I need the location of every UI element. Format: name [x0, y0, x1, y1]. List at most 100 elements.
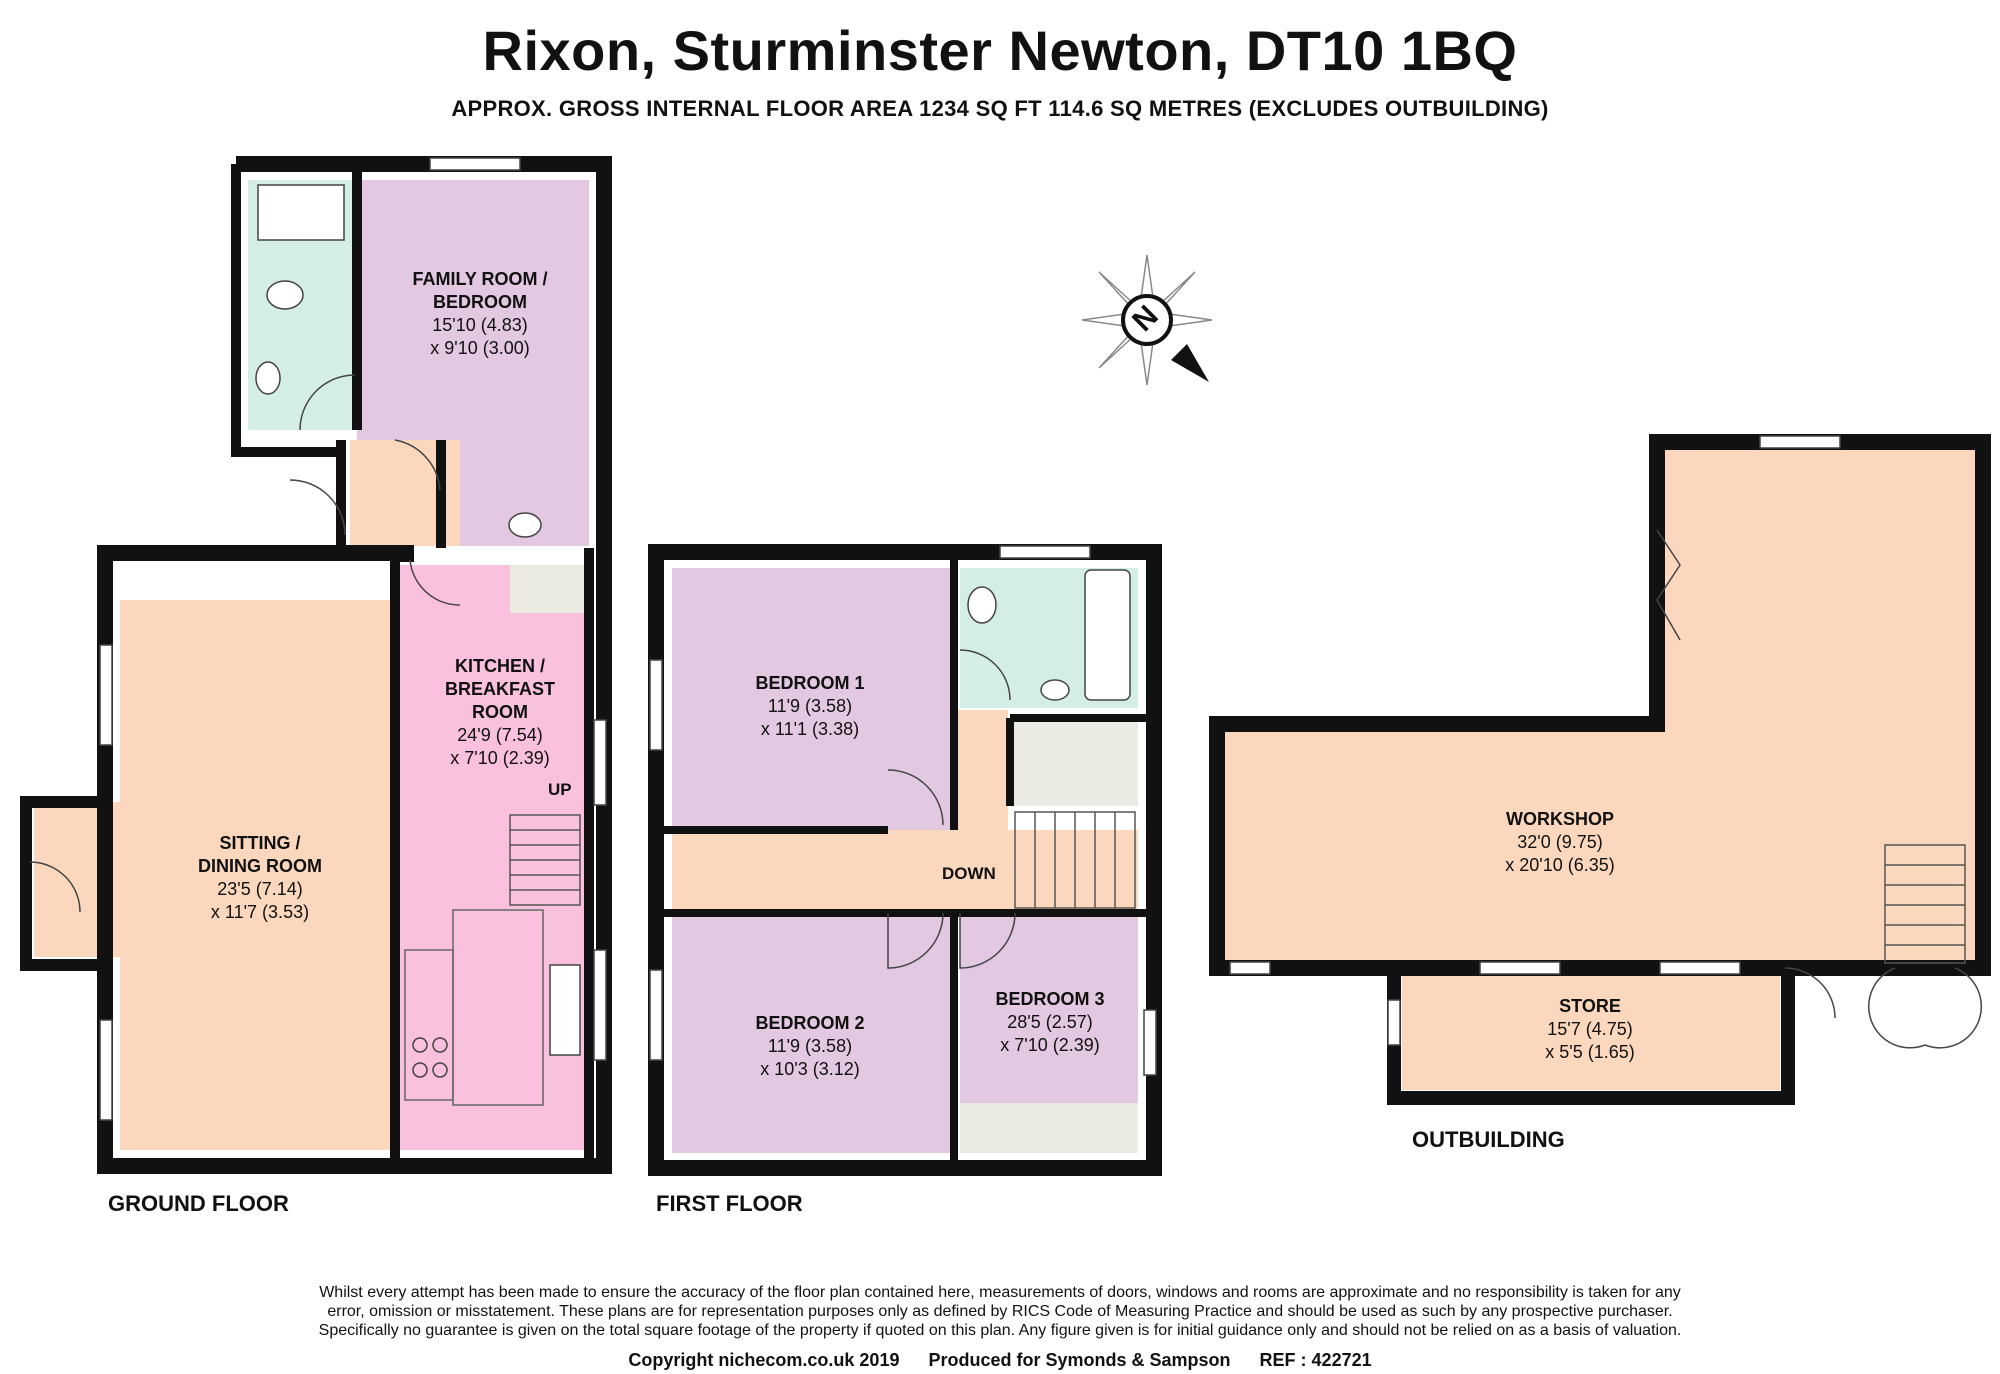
- kitchen-cupboard-fill: [510, 565, 589, 613]
- bedroom3-dim-2: x 7'10 (2.39): [1000, 1035, 1100, 1055]
- produced-for-text: Produced for Symonds & Sampson: [928, 1350, 1231, 1370]
- kitchen-island: [452, 909, 544, 1106]
- kitchen-fill: [395, 565, 589, 1150]
- store-label: STORE 15'7 (4.75) x 5'5 (1.65): [1490, 995, 1690, 1064]
- shower-door: [299, 374, 356, 431]
- compass-icon: [1081, 254, 1213, 386]
- plan-title: Rixon, Sturminster Newton, DT10 1BQ: [482, 19, 1518, 82]
- stairs-down: [1014, 811, 1136, 909]
- kitchen-window-1: [593, 719, 607, 806]
- stairs-up-label: UP: [548, 780, 572, 799]
- disclaimer-line-1: Whilst every attempt has been made to en…: [319, 1284, 1681, 1301]
- bedroom2-label: BEDROOM 2 11'9 (3.58) x 10'3 (3.12): [710, 1012, 910, 1081]
- store-window-2: [1659, 961, 1741, 975]
- copyright-text: Copyright nichecom.co.uk 2019: [628, 1350, 900, 1370]
- bedroom3-dim-1: 28'5 (2.57): [1007, 1012, 1093, 1032]
- bedroom2-dim-1: 11'9 (3.58): [767, 1036, 853, 1056]
- first-cupboard-fill: [1010, 718, 1138, 806]
- sitting-window-2: [99, 1019, 113, 1121]
- bathroom-window: [999, 545, 1091, 559]
- workshop-double-door: [1867, 967, 1983, 1049]
- sitting-room-label: SITTING / DINING ROOM 23'5 (7.14) x 11'7…: [160, 832, 360, 924]
- disclaimer-line-2: error, omission or misstatement. These p…: [327, 1303, 1673, 1320]
- family-room-dim-2: x 9'10 (3.00): [430, 338, 530, 358]
- kitchen-name-3: ROOM: [472, 702, 528, 722]
- ground-floor-plan: [20, 156, 612, 1174]
- sitting-room-name-2: DINING ROOM: [198, 856, 322, 876]
- sitting-room-name-1: SITTING /: [219, 833, 301, 853]
- kitchen-window-2: [593, 949, 607, 1061]
- reference-text: REF : 422721: [1259, 1350, 1372, 1370]
- workshop-window-top: [1759, 435, 1841, 449]
- workshop-ladder: [1884, 844, 1966, 964]
- workshop-bifold-door: [1656, 529, 1681, 641]
- kitchen-door: [409, 559, 461, 606]
- bedroom1-name: BEDROOM 1: [755, 673, 865, 693]
- stairs-down-label: DOWN: [942, 864, 996, 883]
- outbuilding-caption: OUTBUILDING: [1412, 1127, 1565, 1152]
- family-room-name-2: BEDROOM: [433, 292, 527, 312]
- family-window: [429, 157, 521, 171]
- ground-basin: [255, 361, 281, 395]
- bedroom1-window: [649, 659, 663, 751]
- workshop-name: WORKSHOP: [1506, 809, 1614, 829]
- workshop-label: WORKSHOP 32'0 (9.75) x 20'10 (6.35): [1440, 808, 1680, 877]
- sitting-room-fill: [120, 600, 395, 1150]
- ground-floor-walls: [97, 156, 612, 1174]
- bathroom-door: [959, 649, 1011, 701]
- bedroom2-door: [887, 912, 944, 969]
- disclaimer: Whilst every attempt has been made to en…: [180, 1283, 1820, 1340]
- floor-area-subtitle: APPROX. GROSS INTERNAL FLOOR AREA 1234 S…: [451, 96, 1549, 121]
- sitting-window-1: [99, 644, 113, 746]
- workshop-fill: [1225, 450, 1975, 960]
- bedroom2-fill: [672, 913, 954, 1153]
- store-fill: [1402, 960, 1780, 1090]
- bedroom3-window: [1143, 1009, 1157, 1076]
- kitchen-name-1: KITCHEN /: [455, 656, 545, 676]
- workshop-dim-1: 32'0 (9.75): [1517, 832, 1603, 852]
- first-floor-plan: [648, 544, 1162, 1176]
- store-dim-2: x 5'5 (1.65): [1545, 1042, 1635, 1062]
- hob: [412, 1037, 448, 1078]
- porch-walls: [20, 796, 105, 971]
- back-door: [394, 439, 441, 491]
- kitchen-name-2: BREAKFAST: [444, 679, 555, 699]
- hall-door: [289, 479, 346, 536]
- kitchen-dim-2: x 7'10 (2.39): [450, 748, 550, 768]
- outbuilding-plan: [1209, 434, 1991, 1105]
- first-floor-caption: FIRST FLOOR: [656, 1191, 803, 1216]
- bedroom3-name: BEDROOM 3: [995, 989, 1105, 1009]
- ground-inner-walls: [231, 164, 594, 1160]
- sitting-room-dim-2: x 11'7 (3.53): [210, 902, 310, 922]
- store-window-side: [1387, 999, 1401, 1046]
- first-toilet: [967, 586, 997, 624]
- bedroom1-fill: [672, 568, 954, 830]
- disclaimer-line-3: Specifically no guarantee is given on th…: [318, 1322, 1682, 1339]
- credits-line: Copyright nichecom.co.uk 2019 Produced f…: [0, 1350, 2000, 1371]
- shower-tray: [257, 184, 345, 241]
- family-room-name-1: FAMILY ROOM /: [412, 269, 548, 289]
- family-room-dim-1: 15'10 (4.83): [432, 315, 528, 335]
- family-room-label: FAMILY ROOM / BEDROOM 15'10 (4.83) x 9'1…: [380, 268, 580, 360]
- bedroom3-fill: [960, 913, 1138, 1103]
- bedroom2-name: BEDROOM 2: [755, 1013, 865, 1033]
- store-door: [1784, 967, 1836, 1019]
- workshop-walls: [1209, 434, 1991, 976]
- store-name: STORE: [1559, 996, 1621, 1016]
- bedroom3-door: [959, 912, 1016, 969]
- landing-fill: [672, 830, 1138, 913]
- wardrobe-fill: [960, 1103, 1138, 1153]
- bedroom2-dim-2: x 10'3 (3.12): [760, 1059, 860, 1079]
- bedroom1-dim-2: x 11'1 (3.38): [760, 719, 860, 739]
- ground-toilet: [266, 280, 304, 310]
- sitting-room-dim-1: 23'5 (7.14): [217, 879, 303, 899]
- bedroom3-label: BEDROOM 3 28'5 (2.57) x 7'10 (2.39): [965, 988, 1135, 1057]
- workshop-window-bottom: [1229, 961, 1271, 975]
- kitchen-label: KITCHEN / BREAKFAST ROOM 24'9 (7.54) x 7…: [415, 655, 585, 770]
- kitchen-sink: [549, 964, 581, 1056]
- bath: [1084, 569, 1131, 701]
- stairs-up: [509, 814, 581, 906]
- first-inner-walls: [664, 560, 1146, 1160]
- bedroom1-door: [887, 769, 944, 826]
